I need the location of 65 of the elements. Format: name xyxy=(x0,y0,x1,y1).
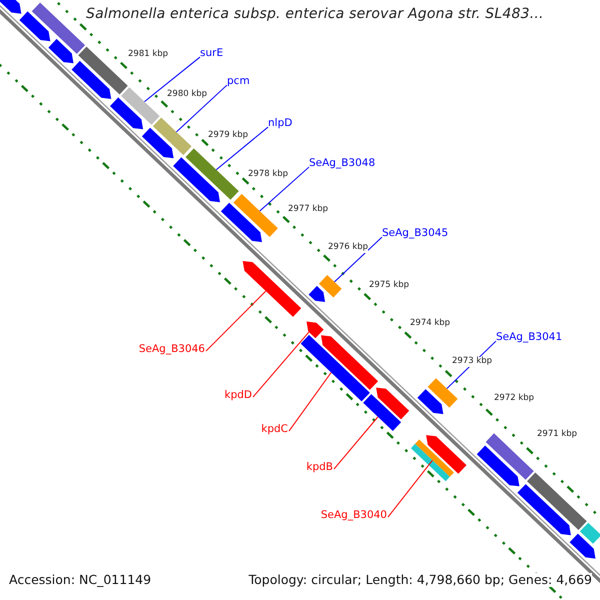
gene-feature xyxy=(376,388,410,420)
topology-text: Topology: circular; Length: 4,798,660 bp; Genes: 4,669 xyxy=(248,573,592,588)
scale-label: 2975 kbp xyxy=(369,281,410,291)
gene-feature xyxy=(417,389,444,414)
gene-feature xyxy=(19,11,50,42)
gene-feature xyxy=(300,334,370,402)
leader-line xyxy=(388,460,433,518)
gene-feature xyxy=(476,446,520,486)
leader-line xyxy=(216,126,268,170)
gene-feature xyxy=(426,435,466,474)
scale-label: 2971 kbp xyxy=(537,430,578,440)
gene-feature xyxy=(32,2,86,54)
gene-label: SeAg_B3041 xyxy=(496,331,562,344)
scale-label: 2981 kbp xyxy=(128,50,168,60)
gene-label: kpdD xyxy=(224,389,252,402)
gene-feature xyxy=(517,484,571,536)
gene-feature xyxy=(306,322,324,338)
gene-label: SeAg_B3046 xyxy=(138,343,205,356)
gene-feature xyxy=(570,534,596,559)
gene-label: kpdB xyxy=(306,461,333,474)
gene-feature xyxy=(321,335,378,390)
gene-feature xyxy=(428,378,458,408)
gene-feature xyxy=(242,261,302,317)
scale-label: 2978 kbp xyxy=(248,170,288,180)
gene-label: SeAg_B3048 xyxy=(309,157,376,170)
title: Salmonella enterica subsp. enterica serovar Agona str. SL483... xyxy=(86,6,544,22)
gene-feature xyxy=(121,87,160,125)
leader-line xyxy=(206,290,266,352)
scale-label: 2974 kbp xyxy=(410,319,450,329)
gene-feature xyxy=(486,433,534,480)
gene-label: SeAg_B3040 xyxy=(320,509,387,522)
scale-label: 2977 kbp xyxy=(288,205,328,215)
gene-label: surE xyxy=(200,47,224,60)
gene-feature xyxy=(72,60,112,99)
scale-label: 2979 kbp xyxy=(208,131,248,141)
leader-line xyxy=(334,236,382,282)
gene-feature xyxy=(363,394,402,431)
gene-label: kpdC xyxy=(261,423,288,436)
gene-feature xyxy=(527,472,587,530)
leader-line xyxy=(252,332,310,398)
gene-feature xyxy=(78,46,128,94)
scale-label: 2976 kbp xyxy=(328,243,368,253)
gene-feature xyxy=(233,194,278,237)
gene-label: pcm xyxy=(227,75,250,88)
gene-feature xyxy=(186,148,239,200)
gene-feature xyxy=(152,118,192,156)
gene-label: SeAg_B3045 xyxy=(382,227,448,240)
gene-feature xyxy=(318,275,342,298)
leader-line xyxy=(288,372,332,432)
leader-line xyxy=(334,416,378,470)
gene-feature xyxy=(142,128,174,158)
accession-text: Accession: NC_011149 xyxy=(9,573,152,588)
gene-feature xyxy=(110,97,144,130)
gene-feature xyxy=(308,286,326,302)
scale-label: 2972 kbp xyxy=(494,394,534,404)
scale-label: 2973 kbp xyxy=(452,357,492,367)
scale-label: 2980 kbp xyxy=(167,90,208,100)
leader-line xyxy=(144,56,200,102)
leader-line xyxy=(176,84,228,132)
gene-feature xyxy=(173,157,220,202)
gene-feature xyxy=(48,38,74,64)
gene-feature xyxy=(0,0,22,14)
gene-feature xyxy=(220,202,262,242)
gene-label: nlpD xyxy=(268,117,292,130)
gene-feature xyxy=(580,522,600,544)
